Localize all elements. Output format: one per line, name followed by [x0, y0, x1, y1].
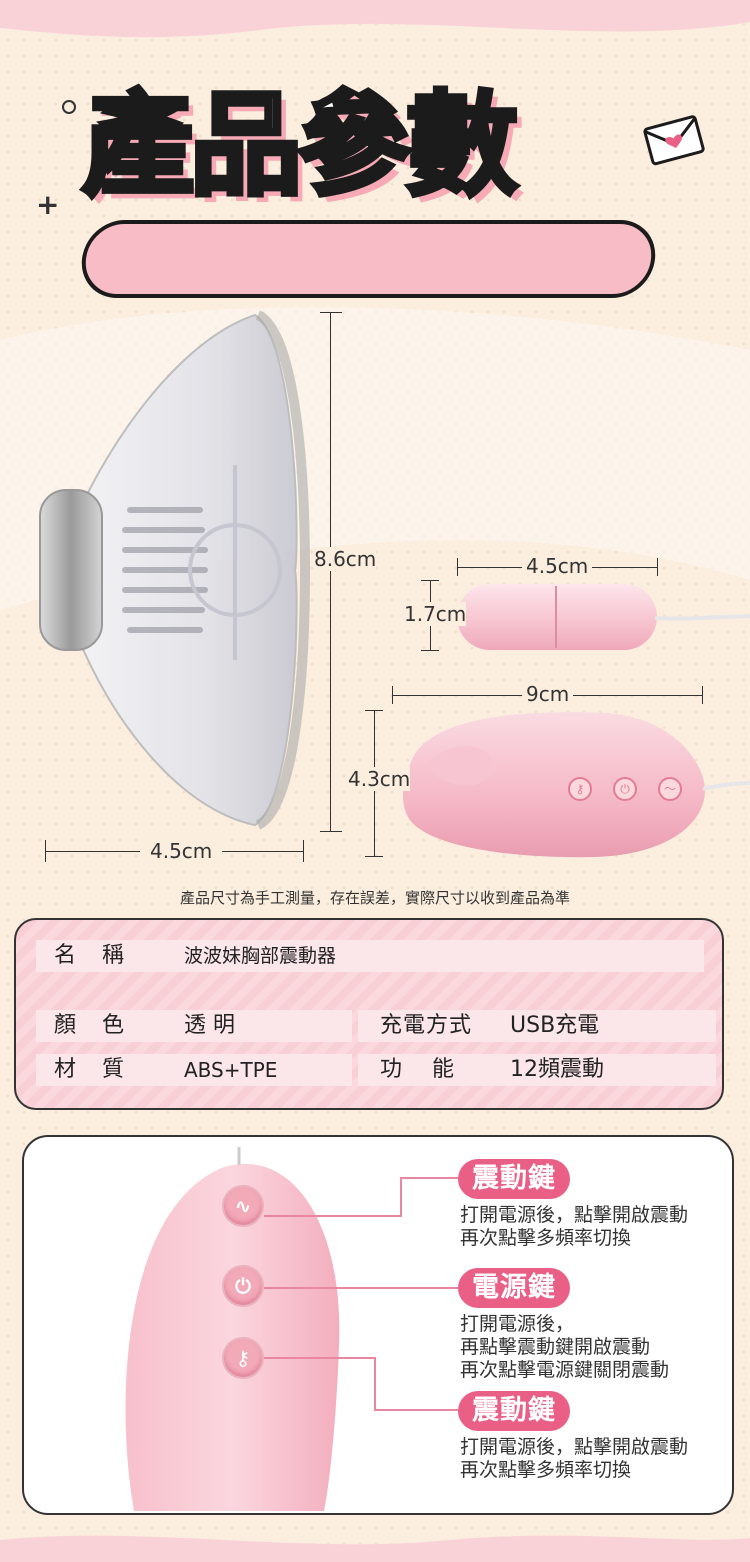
spec-material-value: ABS+TPE: [182, 1054, 352, 1086]
spec-color-value: 透 明: [182, 1010, 352, 1042]
cup-width-label: 4.5cm: [140, 839, 223, 863]
power-key-desc-2: 再點擊震動鍵開啟震動: [460, 1336, 651, 1358]
remote-length-cap-left: [392, 686, 393, 704]
spec-charge-label: 充電方式: [358, 1010, 510, 1042]
cup-height-line: [330, 312, 331, 832]
bullet-length-cap-right: [657, 558, 658, 576]
connector-line-3b: [374, 1357, 376, 1409]
remote-vibration-button-small: 〜: [658, 777, 682, 801]
cup-width-cap-right: [303, 840, 304, 862]
spec-function-label: 功 能: [358, 1054, 510, 1086]
vibration-key-2-desc-2: 再次點擊多頻率切換: [460, 1459, 632, 1481]
page-title: 產品參數: [80, 81, 521, 211]
cup-product-image: [39, 310, 311, 830]
button-guide-panel: ∿ ⏻ ⚷ 震動鍵 打開電源後，點擊開啟震動 再次點擊多頻率切換 電源鍵 打開電…: [22, 1135, 734, 1515]
cup-height-cap-bottom: [320, 831, 342, 832]
spec-color-label: 顏 色: [36, 1010, 182, 1042]
remote-height-cap-top: [365, 710, 383, 711]
spec-name-value: 波波妹胸部震動器: [182, 940, 704, 972]
vibration-key-desc-1: 打開電源後，點擊開啟震動: [460, 1204, 689, 1226]
bullet-diameter-cap-top: [421, 580, 439, 581]
remote-closeup-image: [125, 1147, 340, 1511]
spec-name-label: 名 稱: [36, 940, 182, 972]
power-key-desc-1: 打開電源後，: [460, 1313, 575, 1335]
vibration-wave-icon: ∿: [222, 1185, 264, 1227]
bullet-length-label: 4.5cm: [522, 554, 593, 578]
measurement-note: 產品尺寸為手工測量，存在誤差，實際尺寸以收到產品為準: [179, 889, 570, 907]
remote-control-image: [403, 712, 750, 858]
vibration-key-2-desc-1: 打開電源後，點擊開啟震動: [460, 1436, 689, 1458]
title-block: 產品參數: [60, 70, 705, 298]
bullet-vibrator-image: [457, 584, 750, 650]
connector-line-1c: [400, 1177, 460, 1179]
key-icon: ⚷: [222, 1337, 264, 1379]
spec-table: 名 稱 波波妹胸部震動器 顏 色 透 明 充電方式 USB充電 材 質 ABS+…: [14, 918, 724, 1110]
heart-envelope-icon: [643, 115, 705, 166]
spec-charge-value: USB充電: [496, 1010, 716, 1042]
connector-line-2: [264, 1287, 458, 1289]
remote-length-cap-right: [702, 686, 703, 704]
bullet-diameter-cap-bottom: [421, 650, 439, 651]
connector-line-1b: [400, 1177, 402, 1217]
vibration-key-desc-2: 再次點擊多頻率切換: [460, 1227, 632, 1249]
plus-sparkle-icon: +: [36, 188, 60, 221]
remote-key-button-small: ⚷: [568, 777, 592, 801]
spec-material-label: 材 質: [36, 1054, 182, 1086]
remote-length-label: 9cm: [522, 682, 574, 706]
cup-height-cap-top: [320, 312, 342, 313]
connector-line-3: [264, 1357, 374, 1359]
connector-line-3c: [374, 1409, 458, 1411]
cup-height-label: 8.6cm: [314, 547, 377, 571]
bullet-length-cap-left: [457, 558, 458, 576]
circle-sparkle-icon: [62, 100, 76, 114]
remote-height-label: 4.3cm: [348, 767, 411, 791]
bullet-diameter-label: 1.7cm: [404, 602, 467, 626]
vibration-key-2-title: 震動鍵: [458, 1391, 570, 1431]
remote-height-cap-bottom: [365, 856, 383, 857]
power-icon: ⏻: [222, 1265, 264, 1307]
bottom-wave-decoration: [0, 1535, 750, 1562]
cup-width-cap-left: [45, 840, 46, 862]
connector-line-1: [264, 1215, 400, 1217]
power-key-title: 電源鍵: [458, 1268, 570, 1308]
vibration-key-title: 震動鍵: [458, 1159, 570, 1199]
spec-function-value: 12頻震動: [496, 1054, 716, 1086]
power-key-desc-3: 再次點擊電源鍵關閉震動: [460, 1359, 670, 1381]
top-wave-decoration: [0, 0, 750, 38]
remote-power-button-small: ⏻: [613, 777, 637, 801]
title-banner: [77, 220, 660, 298]
